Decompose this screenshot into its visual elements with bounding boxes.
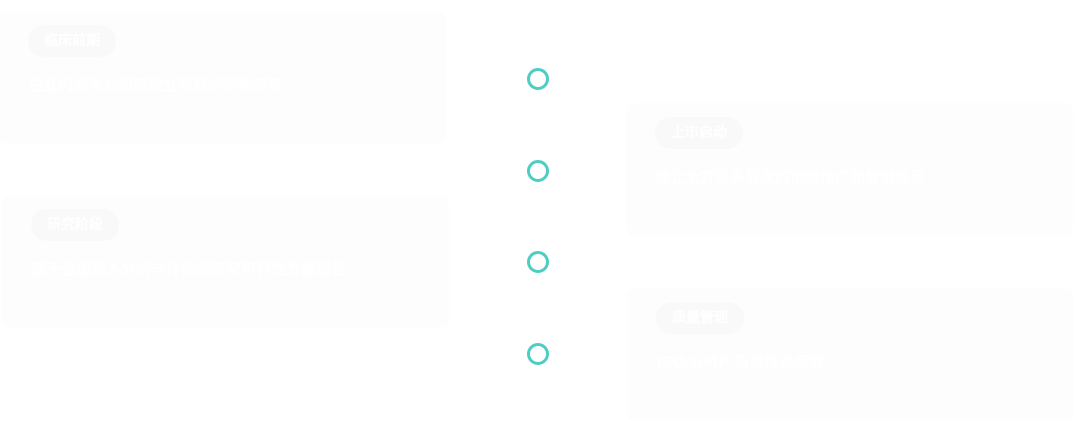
timeline-card-1: 临床前期 在业内领先公司研发立项目的药物研究 <box>0 12 445 143</box>
stage-description: 基于全面深入分析与评估的研究可行性方案报告 <box>31 260 347 278</box>
timeline-node-icon <box>527 160 549 182</box>
timeline-node-icon <box>527 251 549 273</box>
timeline-card-3: 研究阶段 基于全面深入分析与评估的研究可行性方案报告 <box>3 196 448 327</box>
timeline-card-4: 质量管理 ISO/GMP 质量体系标准 <box>628 289 1073 420</box>
stage-description: ISO/GMP 质量体系标准 <box>656 353 825 371</box>
timeline-node-icon <box>527 343 549 365</box>
stage-description: 在业内领先公司研发立项目的药物研究 <box>28 76 284 94</box>
stage-badge: 研究阶段 <box>31 209 119 241</box>
timeline-node-icon <box>527 68 549 90</box>
stage-badge: 质量管理 <box>656 302 744 334</box>
stage-badge: 上市启动 <box>655 117 743 149</box>
timeline-card-2: 上市启动 建立全方位多层次的市场推广和营销体系 <box>627 104 1072 235</box>
stage-badge: 临床前期 <box>28 25 116 57</box>
stage-description: 建立全方位多层次的市场推广和营销体系 <box>655 168 926 186</box>
